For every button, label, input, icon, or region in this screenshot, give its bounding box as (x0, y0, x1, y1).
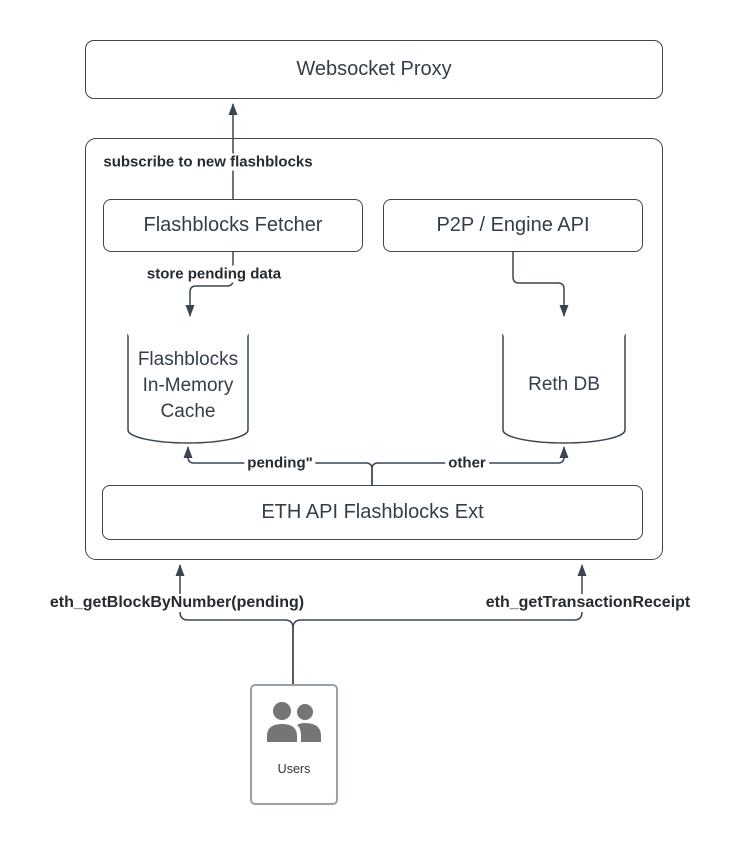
users-node: Users (250, 684, 338, 805)
flashblocks-fetcher-node: Flashblocks Fetcher (103, 199, 363, 252)
p2p-engine-api-node: P2P / Engine API (383, 199, 643, 252)
p2p-engine-api-label: P2P / Engine API (436, 214, 590, 236)
users-label: Users (277, 762, 311, 776)
reth-db-label: Reth DB (528, 374, 600, 395)
get-transaction-receipt-edge-label: eth_getTransactionReceipt (482, 594, 694, 612)
subscribe-edge-label: subscribe to new flashblocks (100, 153, 316, 171)
users-icon (267, 702, 321, 742)
websocket-proxy-node: Websocket Proxy (85, 40, 663, 99)
pending-edge-label: pending" (244, 454, 316, 472)
store-pending-edge-label: store pending data (143, 265, 285, 283)
eth-api-flashblocks-ext-label: ETH API Flashblocks Ext (261, 501, 484, 523)
get-block-by-number-edge-label: eth_getBlockByNumber(pending) (46, 594, 308, 612)
flashblocks-fetcher-label: Flashblocks Fetcher (143, 214, 323, 236)
websocket-proxy-label: Websocket Proxy (296, 58, 452, 80)
edge-users-getblock (175, 564, 294, 684)
rollup-node-container (85, 138, 663, 560)
other-edge-label: other (445, 454, 489, 472)
eth-api-flashblocks-ext-node: ETH API Flashblocks Ext (102, 485, 643, 540)
edge-users-getreceipt (292, 564, 587, 684)
flashblocks-cache-label: Flashblocks In-Memory Cache (137, 349, 239, 422)
